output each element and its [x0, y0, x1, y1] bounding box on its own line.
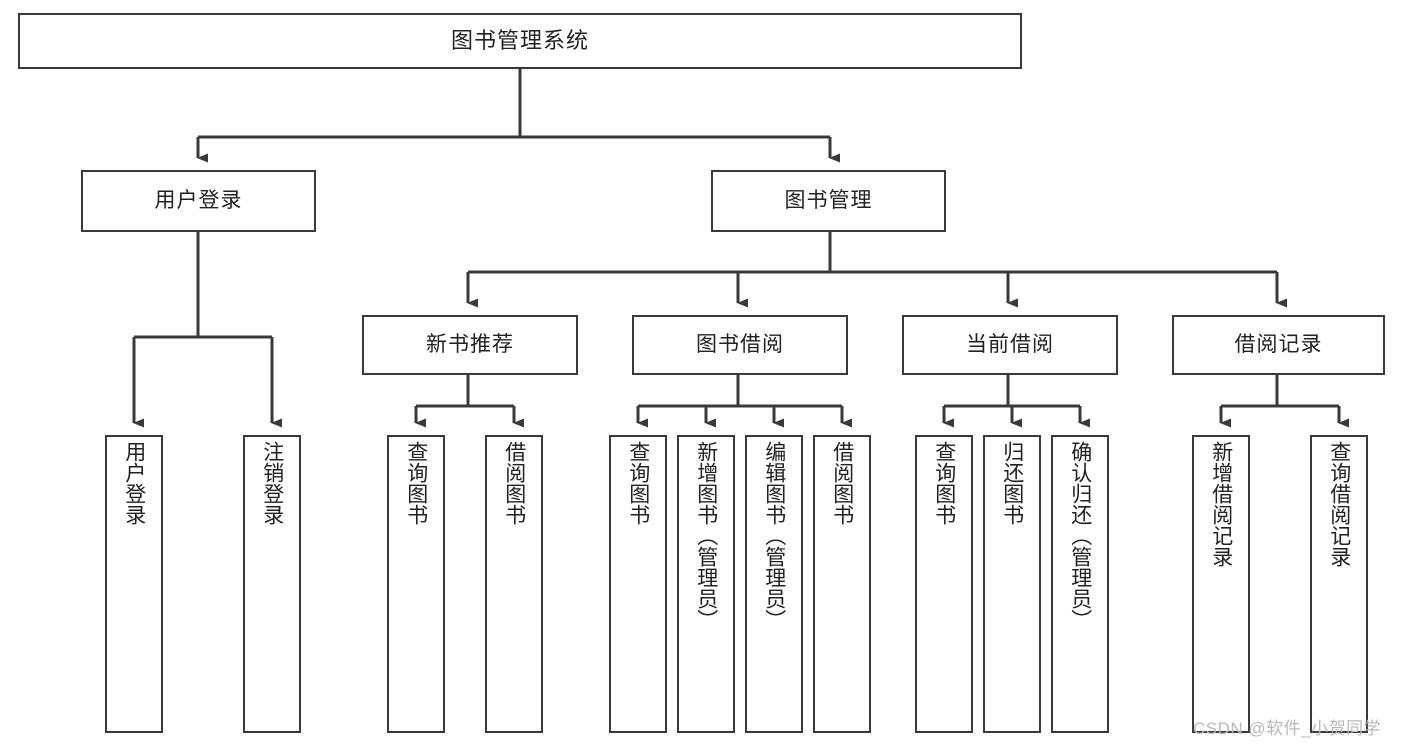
node-leaf-user-login[interactable]: 用户登录 — [105, 435, 163, 733]
node-leaf-query-book-label: 查询图书 — [626, 441, 650, 525]
node-leaf-user-login-label: 用户登录 — [122, 441, 146, 525]
node-book-management-label: 图书管理 — [784, 189, 873, 213]
watermark: CSDN @软件_小贺同学 — [1193, 719, 1382, 738]
node-book-borrow[interactable]: 图书借阅 — [632, 315, 848, 375]
node-new-book-recommend-label: 新书推荐 — [426, 333, 514, 357]
node-leaf-borrow-book-recommend[interactable]: 借阅图书 — [485, 435, 543, 733]
node-leaf-confirm-return-admin-label: 确认归还（管理员） — [1068, 441, 1092, 630]
node-leaf-edit-book-admin[interactable]: 编辑图书（管理员） — [745, 435, 803, 733]
node-user-login-label: 用户登录 — [154, 189, 243, 213]
node-leaf-confirm-return-admin[interactable]: 确认归还（管理员） — [1051, 435, 1109, 733]
node-leaf-user-logout[interactable]: 注销登录 — [243, 435, 301, 733]
node-leaf-query-book-current[interactable]: 查询图书 — [915, 435, 973, 733]
node-leaf-borrow-book-label: 借阅图书 — [830, 441, 854, 525]
node-leaf-add-book-admin[interactable]: 新增图书（管理员） — [677, 435, 735, 733]
node-leaf-query-book-recommend-label: 查询图书 — [404, 441, 428, 525]
node-borrow-record[interactable]: 借阅记录 — [1172, 315, 1385, 375]
node-leaf-add-borrow-record[interactable]: 新增借阅记录 — [1192, 435, 1250, 733]
node-current-borrow-label: 当前借阅 — [966, 333, 1054, 357]
node-leaf-borrow-book[interactable]: 借阅图书 — [813, 435, 871, 733]
node-leaf-query-borrow-record[interactable]: 查询借阅记录 — [1310, 435, 1368, 733]
node-leaf-return-book-label: 归还图书 — [1000, 441, 1024, 525]
node-leaf-borrow-book-recommend-label: 借阅图书 — [502, 441, 526, 525]
node-current-borrow[interactable]: 当前借阅 — [902, 315, 1118, 375]
node-root-label: 图书管理系统 — [450, 27, 589, 53]
node-book-management[interactable]: 图书管理 — [711, 170, 946, 232]
node-leaf-add-borrow-record-label: 新增借阅记录 — [1209, 441, 1233, 567]
node-leaf-edit-book-admin-label: 编辑图书（管理员） — [762, 441, 786, 630]
node-leaf-query-book[interactable]: 查询图书 — [609, 435, 667, 733]
node-leaf-query-borrow-record-label: 查询借阅记录 — [1327, 441, 1351, 567]
node-leaf-user-logout-label: 注销登录 — [260, 441, 284, 525]
node-root[interactable]: 图书管理系统 — [18, 13, 1022, 69]
node-leaf-return-book[interactable]: 归还图书 — [983, 435, 1041, 733]
node-leaf-query-book-current-label: 查询图书 — [932, 441, 956, 525]
node-new-book-recommend[interactable]: 新书推荐 — [362, 315, 578, 375]
node-book-borrow-label: 图书借阅 — [696, 333, 784, 357]
node-leaf-query-book-recommend[interactable]: 查询图书 — [387, 435, 445, 733]
node-user-login[interactable]: 用户登录 — [81, 170, 316, 232]
node-borrow-record-label: 借阅记录 — [1234, 333, 1323, 357]
node-leaf-add-book-admin-label: 新增图书（管理员） — [694, 441, 718, 630]
